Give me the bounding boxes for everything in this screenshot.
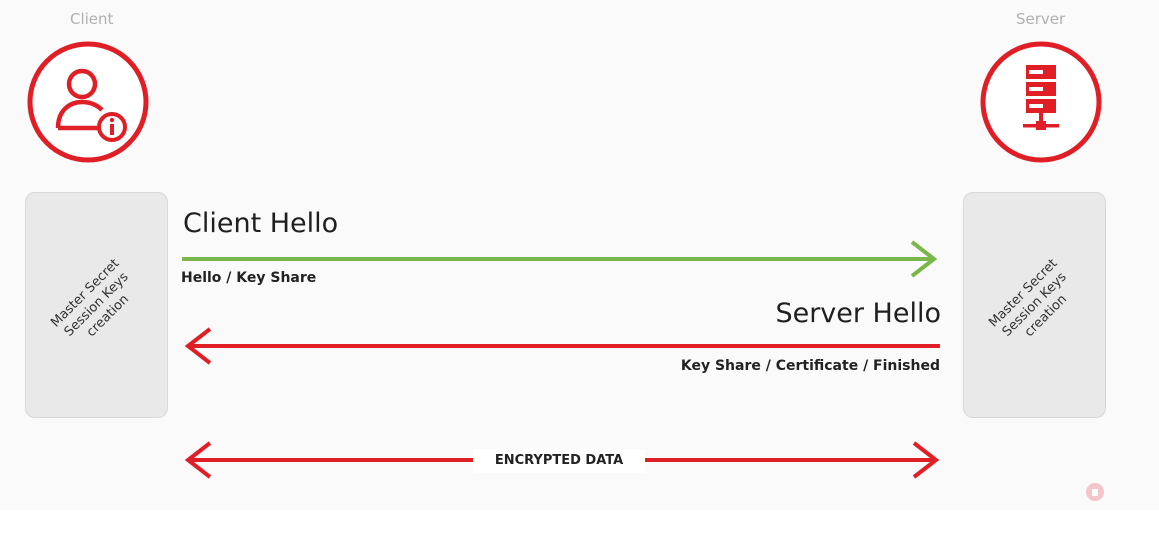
corner-logo-icon [1086,483,1104,501]
server-rack-icon [980,41,1102,163]
client-hello-subtitle: Hello / Key Share [181,270,317,286]
server-hello-arrow [184,327,940,365]
client-label: Client [70,10,114,28]
server-label: Server [1016,10,1066,28]
server-key-box: Master Secret Session Keys creation [963,192,1106,418]
arrows-layer [182,240,940,479]
user-info-icon [27,41,149,163]
client-hello-arrow [182,240,938,278]
server-hello-subtitle: Key Share / Certificate / Finished [680,358,940,374]
encrypted-data-label: ENCRYPTED DATA [473,449,645,473]
client-avatar [26,40,150,164]
server-hello-title: Server Hello [775,298,941,329]
client-key-box: Master Secret Session Keys creation [25,192,168,418]
diagram-canvas: Client Server Master [25,10,1106,501]
server-avatar [979,40,1103,164]
client-hello-title: Client Hello [183,208,339,239]
